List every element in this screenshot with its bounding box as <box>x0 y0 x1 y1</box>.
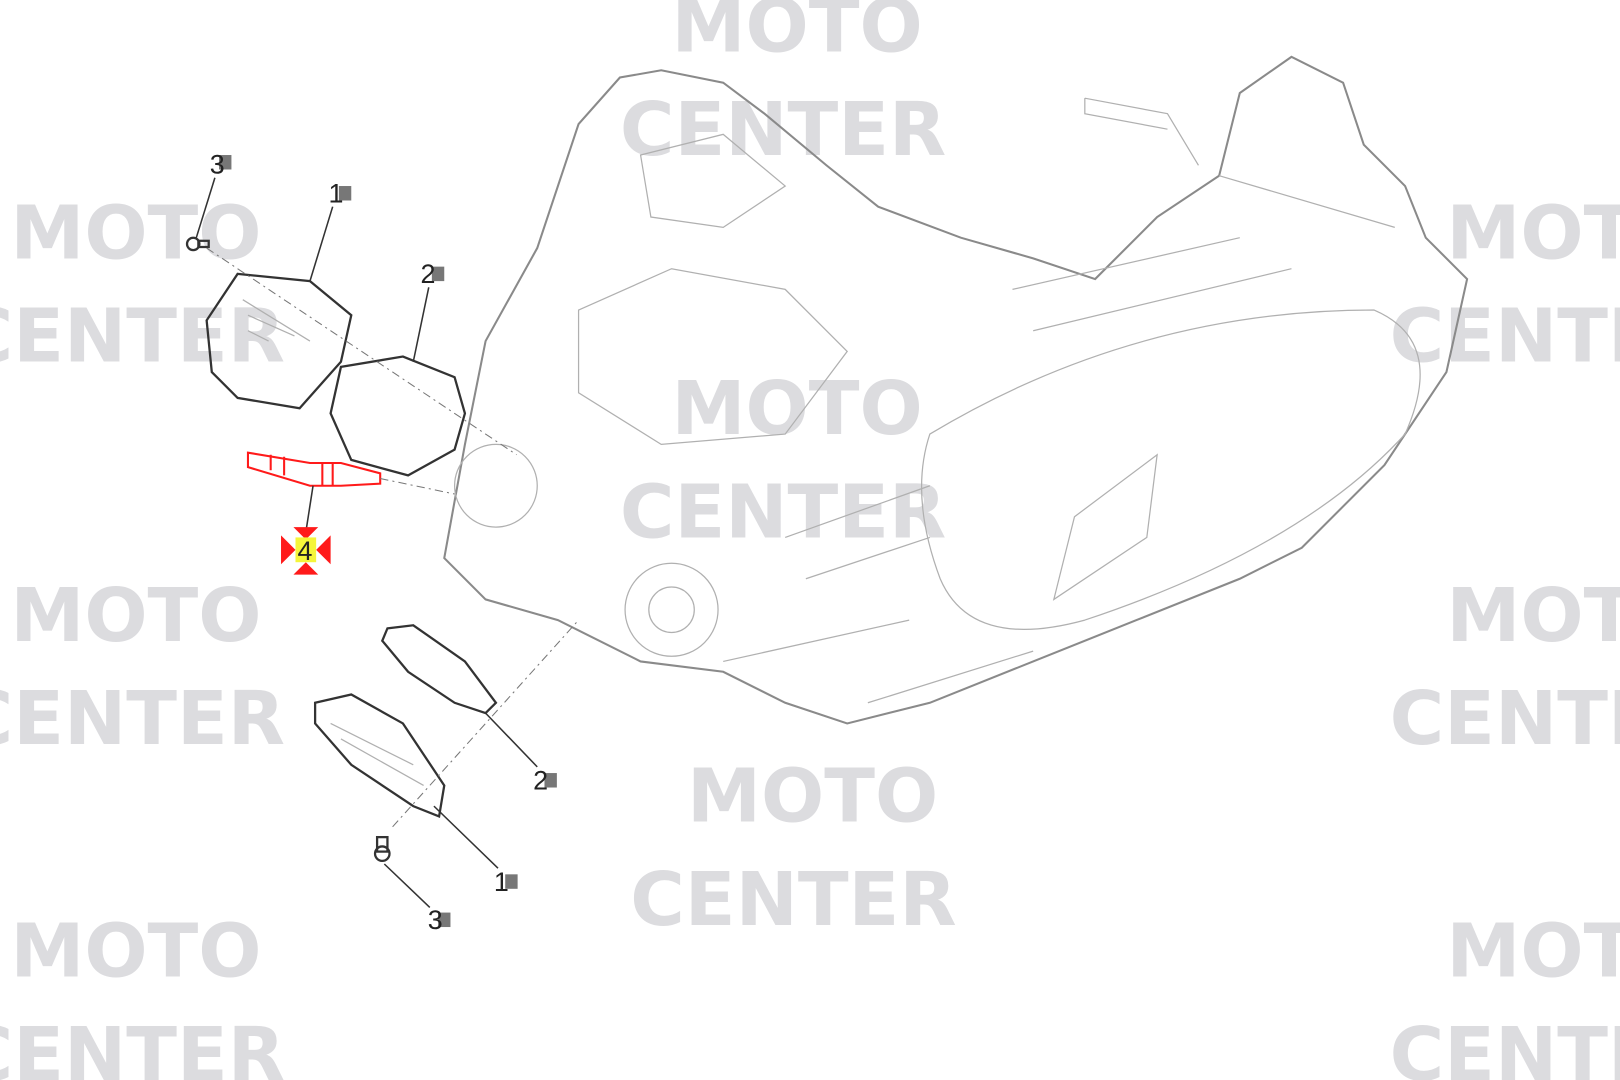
svg-text:MOTO: MOTO <box>672 365 923 452</box>
watermark: MOTO CENTER <box>630 753 956 943</box>
axis-line <box>380 478 455 495</box>
callout-1-upper[interactable]: 1 <box>329 179 352 209</box>
svg-text:1: 1 <box>494 867 509 897</box>
svg-text:MOTO: MOTO <box>672 0 923 70</box>
gasket-lower <box>380 624 498 715</box>
callout-3-lower[interactable]: 3 <box>428 905 451 935</box>
screw-lower <box>373 835 391 863</box>
screw-upper <box>185 236 210 252</box>
svg-text:CENTER: CENTER <box>1390 293 1620 380</box>
svg-text:MOTO: MOTO <box>10 572 261 659</box>
svg-text:1: 1 <box>329 179 344 209</box>
callout-3-upper[interactable]: 3 <box>210 150 232 180</box>
axis-line <box>206 247 517 456</box>
svg-text:CENTER: CENTER <box>0 1011 285 1080</box>
valve-cover-lower <box>313 693 446 819</box>
svg-text:MOTO: MOTO <box>1446 572 1620 659</box>
leader-lines <box>195 177 538 908</box>
watermark: MOTO CENTER <box>1390 908 1620 1080</box>
callout-4-spark-plug[interactable]: 4 <box>281 527 331 575</box>
svg-text:CENTER: CENTER <box>0 675 285 762</box>
watermark: MOTO CENTER <box>0 908 285 1080</box>
svg-text:3: 3 <box>428 905 443 935</box>
watermark: MOTO CENTER <box>1390 189 1620 379</box>
svg-text:CENTER: CENTER <box>0 293 285 380</box>
gasket-upper <box>329 355 467 477</box>
watermark: MOTO CENTER <box>0 189 285 379</box>
svg-text:CENTER: CENTER <box>1390 675 1620 762</box>
svg-text:CENTER: CENTER <box>630 856 956 943</box>
callout-2-upper[interactable]: 2 <box>420 259 445 289</box>
svg-text:CENTER: CENTER <box>1390 1011 1620 1080</box>
svg-text:MOTO: MOTO <box>687 753 938 840</box>
svg-text:MOTO: MOTO <box>10 908 261 995</box>
watermark: MOTO CENTER <box>0 572 285 762</box>
watermark: MOTO CENTER <box>1390 572 1620 762</box>
svg-text:MOTO: MOTO <box>1446 908 1620 995</box>
axis-line <box>392 619 579 828</box>
callout-1-lower[interactable]: 1 <box>494 867 518 897</box>
svg-text:MOTO: MOTO <box>1446 189 1620 276</box>
svg-text:3: 3 <box>210 150 225 180</box>
spark-plug <box>246 451 382 487</box>
highlight-marker-icon <box>281 527 331 575</box>
svg-text:2: 2 <box>533 766 548 796</box>
callout-2-lower[interactable]: 2 <box>533 766 557 796</box>
svg-text:2: 2 <box>420 259 435 289</box>
watermark: MOTO CENTER <box>620 365 946 555</box>
engine-assembly <box>443 55 1469 725</box>
svg-text:MOTO: MOTO <box>10 189 261 276</box>
svg-text:4: 4 <box>298 536 313 566</box>
svg-text:CENTER: CENTER <box>620 468 946 555</box>
valve-cover-upper <box>205 272 353 410</box>
